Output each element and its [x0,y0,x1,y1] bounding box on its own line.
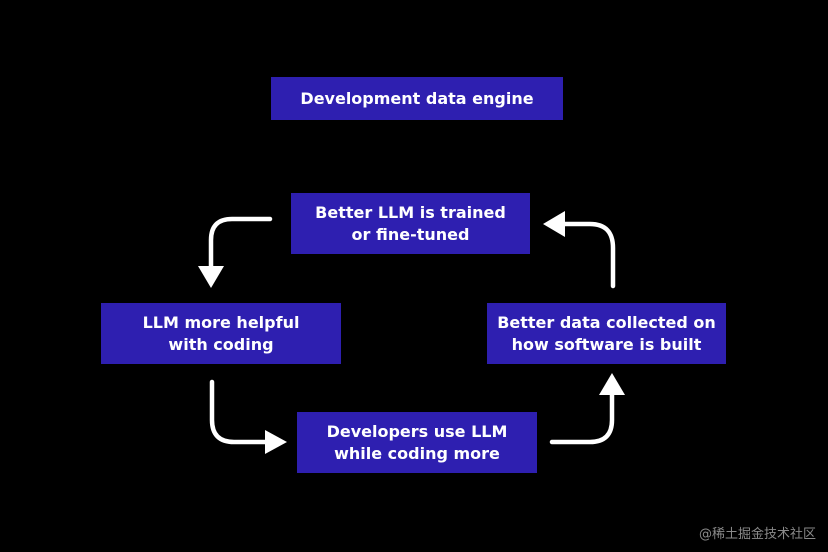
node-left-line2: with coding [168,334,274,354]
node-developers-use-llm: Developers use LLM while coding more [297,412,537,473]
diagram-title: Development data engine [271,77,563,120]
node-left-line1: LLM more helpful [142,312,300,332]
node-bottom-line2: while coding more [334,443,500,463]
diagram-title-text: Development data engine [300,88,534,108]
node-top-line1: Better LLM is trained [315,202,506,222]
node-llm-more-helpful: LLM more helpful with coding [101,303,341,364]
node-right-line2: how software is built [511,334,702,354]
arrow-left-to-bottom [209,379,287,454]
arrow-top-to-left [198,216,273,288]
arrow-bottom-to-right [549,373,625,445]
watermark: @稀土掘金技术社区 [698,527,816,542]
node-better-data-collected: Better data collected on how software is… [487,303,726,364]
node-bottom-line1: Developers use LLM [326,421,508,441]
arrow-right-to-top [543,211,616,289]
node-top-line2: or fine-tuned [351,224,470,244]
node-right-line1: Better data collected on [497,312,716,332]
node-better-llm-trained: Better LLM is trained or fine-tuned [291,193,530,254]
